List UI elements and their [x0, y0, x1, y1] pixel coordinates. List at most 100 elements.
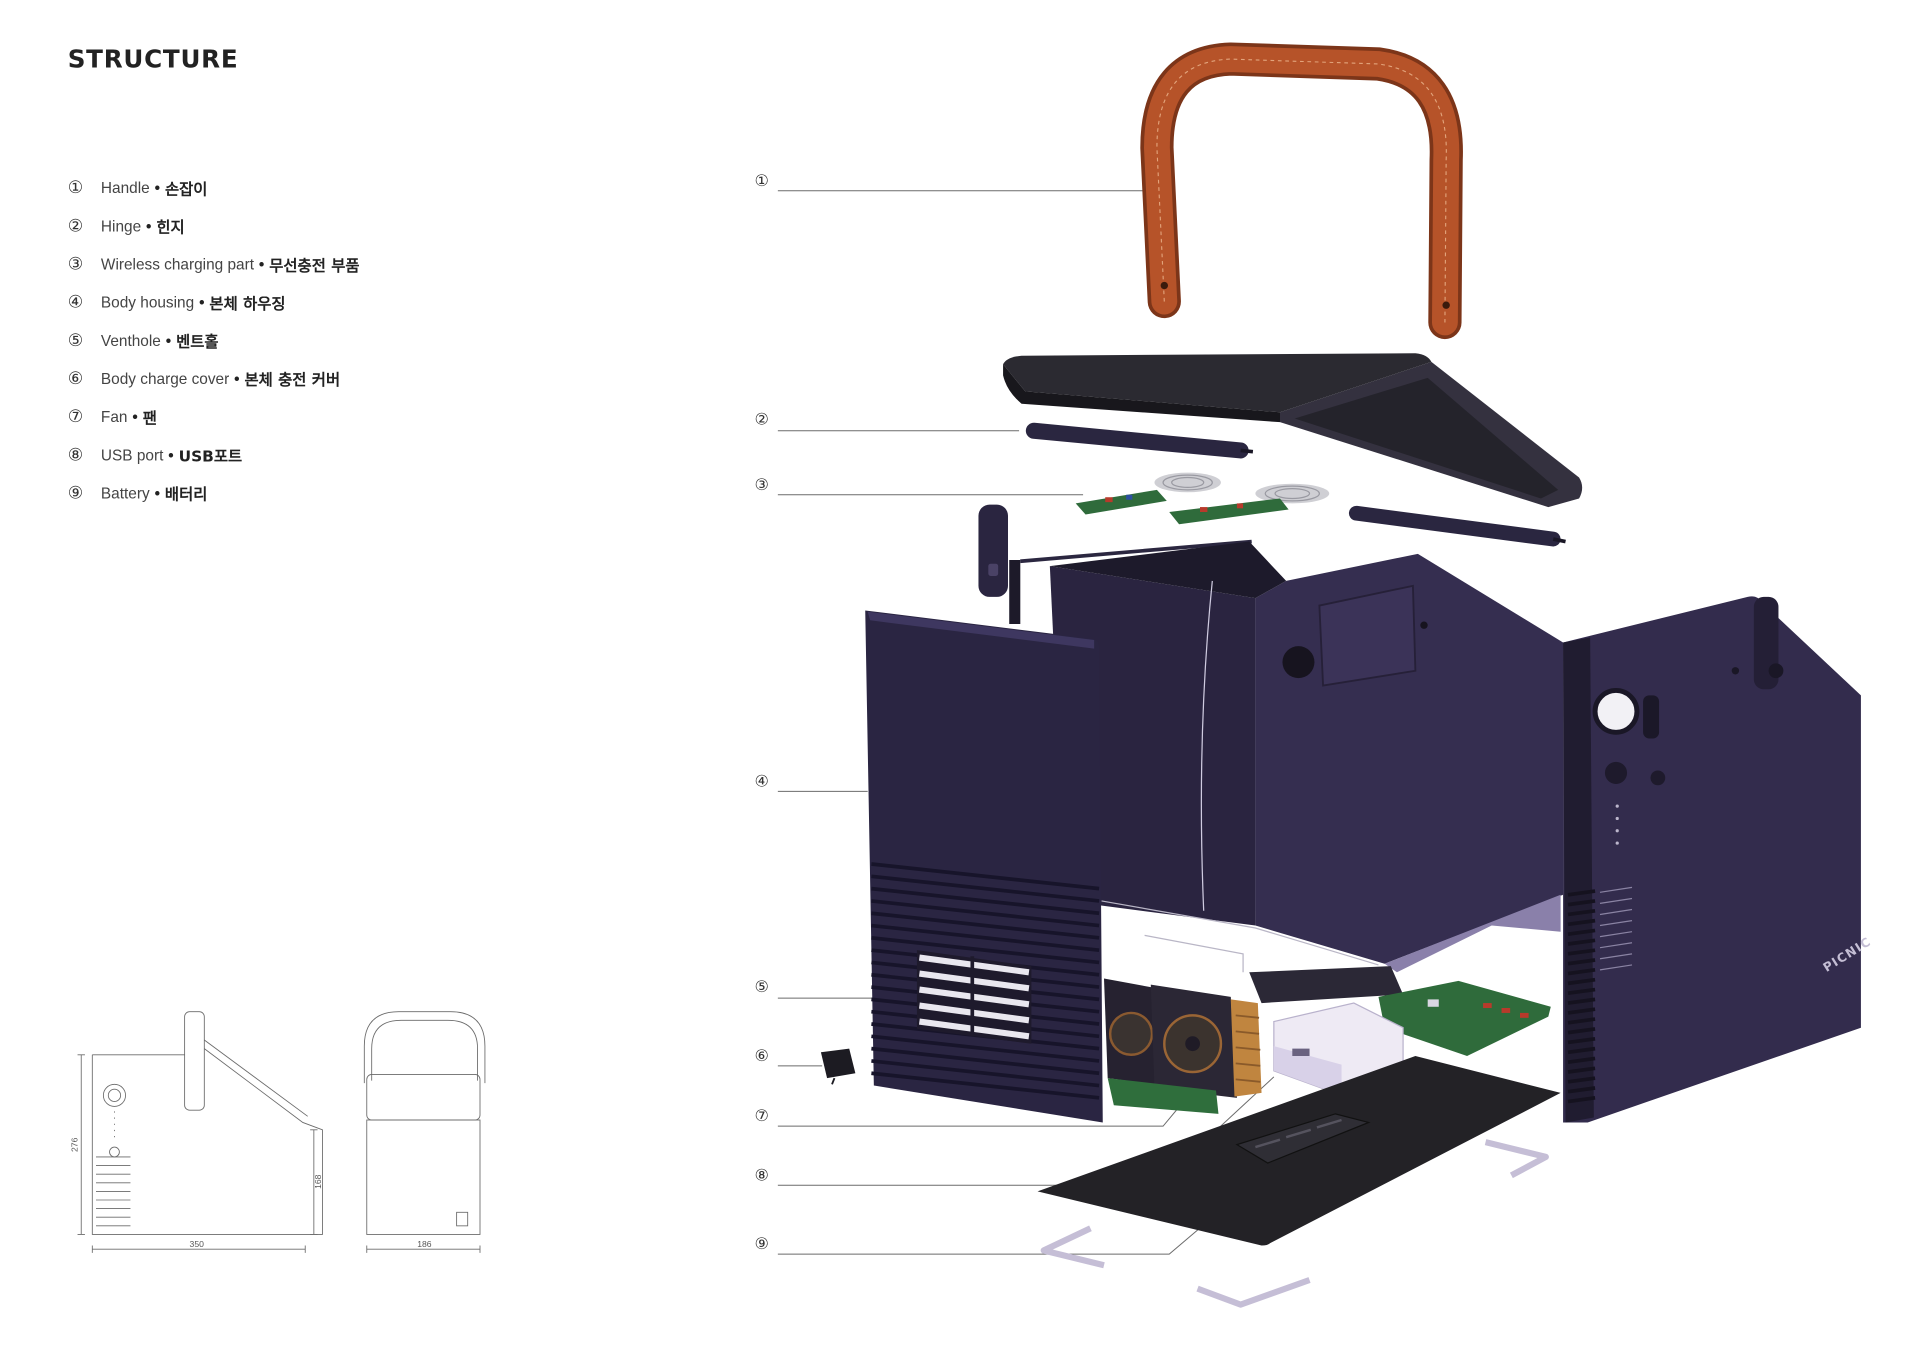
side-knob-icon: [102, 1083, 126, 1107]
hinge-pin-right: [1552, 537, 1566, 544]
front-port-outline: [456, 1211, 469, 1227]
spec-label-line: [1599, 897, 1633, 904]
legend-label-ko: 본체 하우징: [209, 294, 286, 313]
legend-number: ⑦: [67, 406, 84, 427]
vent-slat: [871, 911, 1100, 940]
legend-label-en: Handle: [100, 179, 150, 197]
handle-strap-face: [1143, 46, 1460, 336]
hinges: [1025, 422, 1566, 547]
legend-label-ko: 무선충전 부품: [269, 255, 360, 275]
vent-slat: [871, 1059, 1100, 1088]
vent-slat: [1567, 1046, 1596, 1055]
hinge-bar-left: [1025, 422, 1249, 459]
vent-slat: [871, 936, 1100, 965]
heatsink-fins: [1235, 1014, 1261, 1083]
legend-label-en: Body charge cover: [100, 369, 230, 388]
mounting-brackets: [1040, 1139, 1549, 1308]
body-core-screw: [1420, 621, 1428, 629]
front-handle-arch-inner: [371, 1019, 478, 1081]
front-top-band: [366, 1074, 481, 1121]
vent-slat: [871, 1046, 1100, 1076]
lid-front-edge: [1003, 364, 1280, 423]
callout-numbers: ① ② ③ ④ ⑤ ⑥ ⑦ ⑧ ⑨: [754, 171, 768, 1253]
side-label-lines: [95, 1156, 131, 1227]
vent-slat: [1567, 948, 1596, 956]
right-panel-screw-small: [1731, 667, 1740, 675]
usb-port-module-face: [1273, 1046, 1342, 1096]
side-body-height-dimension: 168: [313, 1174, 323, 1189]
vent-slat: [1567, 918, 1596, 927]
front-handle-arch: [363, 1011, 486, 1084]
legend-separator: •: [132, 407, 138, 426]
venthole-grille: [916, 950, 1032, 1044]
legend-label-ko: 팬: [142, 408, 157, 428]
legend-number: ②: [67, 215, 84, 236]
pcb-component: [1483, 1003, 1492, 1008]
internal-frame-lines: [1101, 900, 1379, 973]
vent-slat: [1567, 1007, 1596, 1015]
legend-number: ⑥: [67, 368, 84, 389]
right-panel-spec-label: [1599, 886, 1633, 971]
legend-label-en: Hinge: [100, 217, 142, 235]
handle-rivet-hole-left: [1160, 281, 1168, 290]
legend-label-en: USB port: [100, 446, 164, 464]
legend-separator: •: [165, 331, 172, 349]
side-label-block: [95, 1156, 131, 1227]
legend-separator: •: [168, 446, 174, 464]
legend-label-en: Venthole: [100, 331, 161, 349]
side-width-dimension: 350: [190, 1239, 205, 1249]
front-body-outline: [366, 1119, 481, 1235]
pcb-component: [1126, 494, 1133, 500]
legend-separator: •: [258, 255, 265, 273]
vent-slat: [871, 862, 1100, 891]
spec-label-line: [1599, 953, 1633, 960]
side-height-dimension-line: [77, 1054, 85, 1235]
body-core-left-face: [1049, 566, 1256, 926]
legend-label-en: Wireless charging part: [100, 255, 254, 273]
vent-slat: [1567, 908, 1596, 917]
indicator-dot: [1615, 816, 1619, 821]
indicator-dots: [1615, 804, 1619, 845]
legend-number: ①: [67, 177, 84, 198]
hinge-bracket-slot: [988, 563, 999, 576]
legend-separator: •: [154, 484, 160, 502]
side-body-outline: [91, 1048, 323, 1235]
lid-wing-surface: [1294, 377, 1559, 499]
pcb-component: [1199, 507, 1208, 512]
vent-slat: [1567, 1066, 1596, 1074]
callout-charge-cover: ⑥: [754, 1046, 768, 1065]
spec-label-line: [1599, 886, 1633, 893]
charge-cover-block: [820, 1048, 856, 1079]
internal-cable: [1200, 580, 1213, 911]
side-knob-inner-icon: [107, 1088, 122, 1102]
legend-label-ko: USB포트: [178, 446, 243, 466]
vent-slat: [1567, 1076, 1596, 1084]
handle-stitching: [1156, 58, 1447, 323]
callout-venthole: ⑤: [754, 977, 768, 996]
battery-connector-slots: [1255, 1118, 1342, 1149]
front-width-dimension: 186: [417, 1239, 432, 1249]
lid: [1003, 353, 1583, 508]
vent-slat: [1567, 997, 1596, 1005]
vent-slat: [1567, 938, 1596, 946]
vent-slat: [1567, 899, 1596, 907]
charge-cover-tab: [831, 1077, 836, 1085]
legend-number: ⑧: [67, 444, 84, 465]
vent-slat: [1567, 1056, 1596, 1064]
bracket-left: [1040, 1225, 1105, 1269]
right-panel-screw: [1768, 663, 1784, 679]
legend-separator: •: [154, 179, 161, 197]
side-body-height-dimension-line: [310, 1129, 318, 1235]
pcb-component: [1519, 1012, 1529, 1018]
pcb-component: [1105, 497, 1113, 503]
side-button-icon: [109, 1146, 120, 1158]
callout-handle: ①: [754, 171, 768, 190]
side-height-dimension: 276: [70, 1137, 80, 1152]
